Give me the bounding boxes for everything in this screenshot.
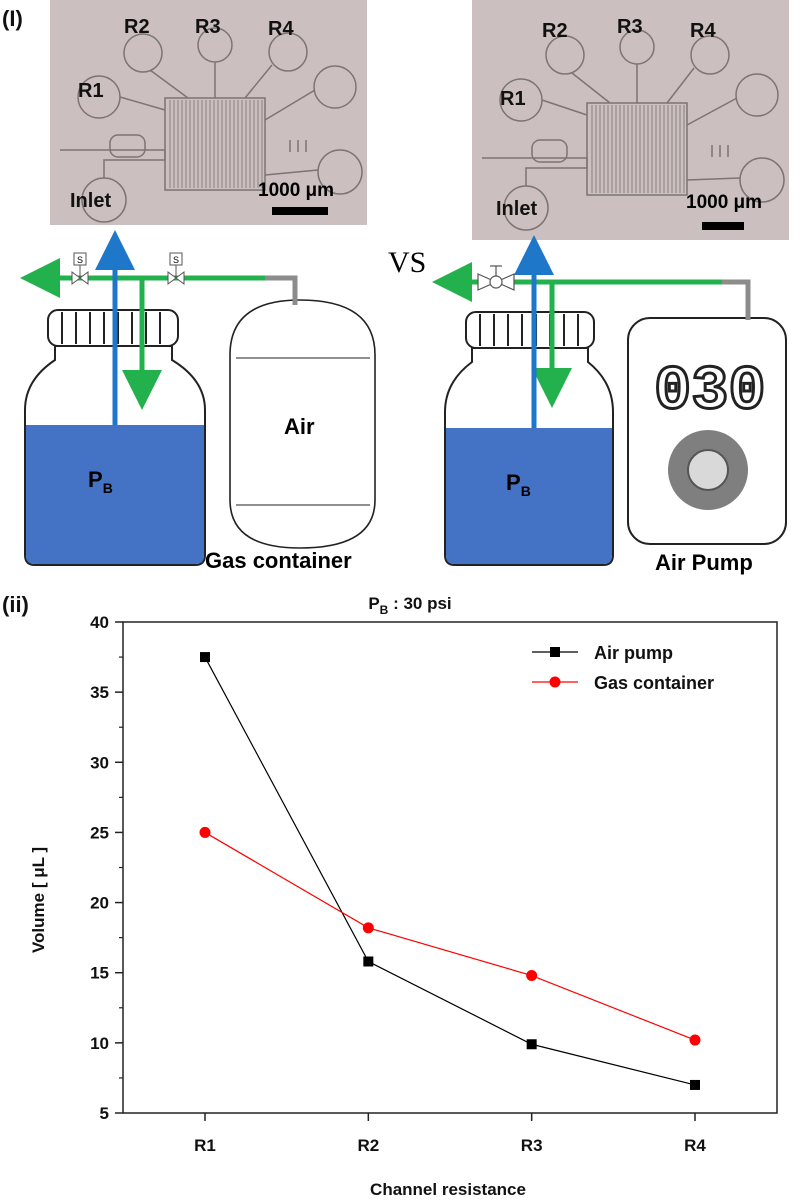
right-bottle bbox=[444, 311, 614, 566]
grey-tube-left bbox=[265, 275, 298, 305]
y-tick-label: 15 bbox=[90, 964, 109, 983]
y-tick-label: 5 bbox=[100, 1104, 109, 1123]
reservoir-label-r2: R2 bbox=[542, 20, 568, 42]
data-point bbox=[689, 1034, 701, 1046]
y-axis-title: Volume [ μL ] bbox=[29, 847, 48, 953]
reservoir-label-r1: R1 bbox=[78, 80, 104, 102]
solenoid-valve-1: S bbox=[71, 252, 89, 285]
y-tick-label: 20 bbox=[90, 894, 109, 913]
panel-i-label: (I) bbox=[2, 6, 23, 31]
pressure-label-right: PB bbox=[506, 470, 531, 499]
series-line-1 bbox=[204, 831, 696, 1041]
data-point bbox=[200, 652, 210, 663]
x-tick-label: R1 bbox=[194, 1136, 216, 1155]
panel-ii-label: (ii) bbox=[2, 592, 29, 617]
reservoir-label-r3: R3 bbox=[617, 16, 643, 38]
legend-label: Gas container bbox=[594, 673, 714, 693]
scale-bar-text: 1000 μm bbox=[686, 192, 763, 213]
data-point bbox=[690, 1079, 700, 1090]
microscope-image-right: R1 R2 R3 R4 Inlet 1000 μm bbox=[472, 0, 789, 240]
chart-title: PB : 30 psi bbox=[368, 594, 451, 617]
scale-bar-text: 1000 μm bbox=[258, 180, 335, 201]
reservoir-label-r1: R1 bbox=[500, 88, 526, 110]
x-tick-label: R2 bbox=[357, 1136, 379, 1155]
gas-container bbox=[229, 299, 376, 549]
scale-bar bbox=[702, 222, 744, 230]
x-axis: R1 R2 R3 R4 bbox=[194, 1113, 706, 1155]
data-point bbox=[199, 826, 211, 838]
series-line-0 bbox=[204, 656, 696, 1086]
x-axis-title: Channel resistance bbox=[370, 1180, 526, 1199]
legend-marker bbox=[549, 676, 561, 688]
data-point bbox=[526, 970, 538, 982]
container-label: Air bbox=[284, 414, 315, 439]
y-tick-label: 25 bbox=[90, 823, 109, 842]
reservoir-label-r2: R2 bbox=[124, 16, 150, 38]
pump-display: 030 bbox=[654, 356, 766, 427]
reservoir-label-r3: R3 bbox=[195, 16, 221, 38]
air-pump-caption: Air Pump bbox=[655, 550, 753, 575]
air-pump bbox=[627, 317, 787, 545]
reservoir-label-r4: R4 bbox=[690, 20, 716, 42]
svg-text:S: S bbox=[77, 255, 83, 265]
data-point bbox=[363, 956, 374, 967]
y-tick-label: 35 bbox=[90, 683, 109, 702]
y-tick-label: 10 bbox=[90, 1034, 109, 1053]
y-tick-label: 40 bbox=[90, 613, 109, 632]
setup-schematic: PB Air Gas container S S VS bbox=[20, 230, 787, 575]
volume-chart: PB : 30 psi 5 10 15 20 25 30 35 40 R1 R2 R3 R4 Air… bbox=[29, 594, 778, 1199]
manual-valve bbox=[477, 265, 515, 291]
inlet-label: Inlet bbox=[496, 198, 538, 220]
svg-text:S: S bbox=[173, 255, 179, 265]
solenoid-valve-2: S bbox=[167, 252, 185, 285]
scale-bar bbox=[272, 207, 328, 215]
plot-frame bbox=[122, 621, 778, 1114]
inlet-label: Inlet bbox=[70, 190, 112, 212]
plot-area bbox=[122, 621, 778, 1114]
series-layer bbox=[199, 652, 701, 1090]
gas-container-caption: Gas container bbox=[205, 548, 352, 573]
pressure-label-left: PB bbox=[88, 467, 113, 496]
microscope-image-left: R1 R2 R3 R4 Inlet 1000 μm bbox=[50, 0, 367, 225]
grey-tube-right bbox=[720, 279, 751, 320]
vs-label: VS bbox=[388, 246, 426, 279]
y-tick-label: 30 bbox=[90, 753, 109, 772]
legend-label: Air pump bbox=[594, 643, 673, 663]
data-point bbox=[362, 922, 374, 934]
x-tick-label: R4 bbox=[684, 1136, 706, 1155]
y-axis: 5 10 15 20 25 30 35 40 bbox=[90, 613, 123, 1123]
data-point bbox=[526, 1039, 537, 1050]
reservoir-label-r4: R4 bbox=[268, 18, 294, 40]
x-tick-label: R3 bbox=[521, 1136, 543, 1155]
legend-marker bbox=[550, 647, 560, 657]
